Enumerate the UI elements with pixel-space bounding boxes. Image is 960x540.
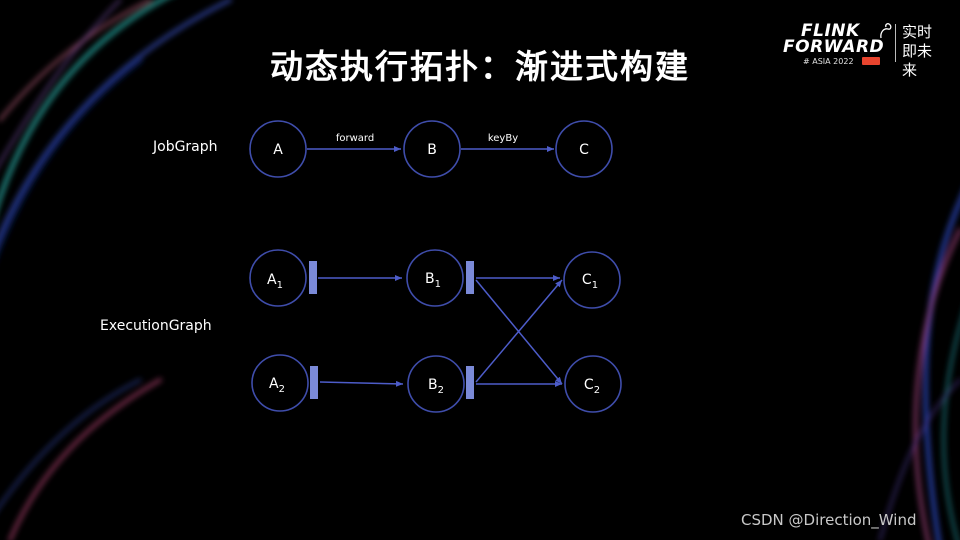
logo-badge <box>862 57 880 65</box>
exec-node-a2-label: A2 <box>269 376 285 395</box>
jobgraph-node-b-label: B <box>427 142 437 158</box>
exec-node-b2 <box>407 355 465 413</box>
jobgraph-node-b <box>403 120 461 178</box>
logo-line-1: FLINK <box>801 21 860 41</box>
result-partition-b1 <box>466 261 474 294</box>
jobgraph-node-c <box>555 120 613 178</box>
exec-node-b1 <box>406 249 464 307</box>
logo-line-2: FORWARD <box>783 37 885 57</box>
exec-node-a2 <box>251 354 309 412</box>
exec-edge-b2-c1 <box>475 279 563 383</box>
exec-node-c1-label: C1 <box>582 272 598 291</box>
jobgraph-node-a-label: A <box>273 142 283 158</box>
jobgraph-edge-label-keyby: keyBy <box>488 133 518 144</box>
jobgraph-node-c-label: C <box>579 142 589 158</box>
jobgraph-label: JobGraph <box>153 139 218 155</box>
jobgraph-node-a <box>249 120 307 178</box>
exec-node-c1 <box>563 251 621 309</box>
exec-node-a1-label: A1 <box>267 272 283 291</box>
result-partition-b2 <box>466 366 474 399</box>
result-partition-a1 <box>309 261 317 294</box>
logo-separator <box>895 24 896 62</box>
result-partition-a2 <box>310 366 318 399</box>
executiongraph-label: ExecutionGraph <box>100 318 212 334</box>
exec-edge-a2-b2 <box>319 380 404 387</box>
logo-chinese-slogan: 实时即未来 <box>902 23 933 79</box>
page-title: 动态执行拓扑：渐进式构建 <box>270 47 690 86</box>
jobgraph-edge-label-forward: forward <box>336 133 374 144</box>
exec-node-b1-label: B1 <box>425 271 441 290</box>
exec-node-c2-label: C2 <box>584 377 600 396</box>
exec-node-a1 <box>249 249 307 307</box>
logo-line-3: # ASIA 2022 <box>803 57 854 66</box>
flink-forward-logo: FLINK FORWARD # ASIA 2022 实时即未来 <box>783 20 943 80</box>
squirrel-icon <box>880 23 892 39</box>
exec-node-b2-label: B2 <box>428 377 444 396</box>
watermark: CSDN @Direction_Wind <box>741 511 917 529</box>
exec-node-c2 <box>564 355 622 413</box>
